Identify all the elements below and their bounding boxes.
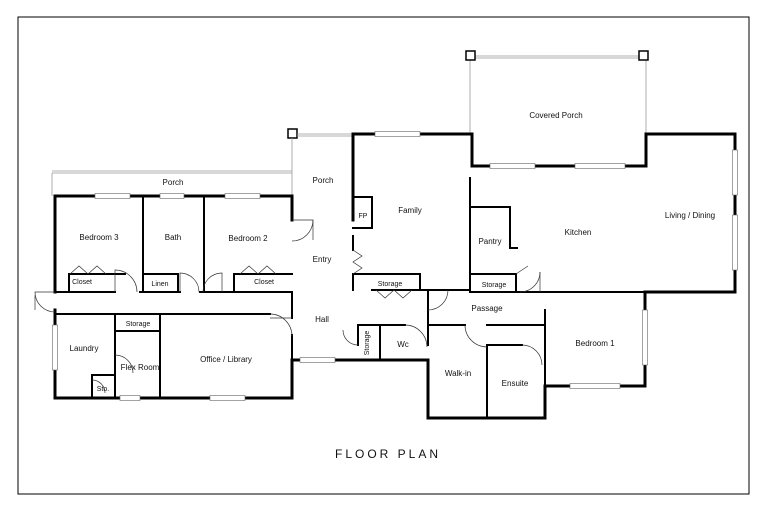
window [119,395,141,401]
room-label-office-library: Office / Library [200,355,252,364]
room-label-walk-in: Walk-in [445,369,471,378]
room-label-ensuite: Ensuite [502,379,529,388]
door [464,324,488,348]
room-label-closet-3: Closet [72,279,92,286]
door [404,324,428,348]
room-label-pantry: Pantry [478,237,501,246]
door [179,272,200,293]
room-label-storage-family: Storage [378,281,403,288]
door [521,344,543,366]
room-label-kitchen: Kitchen [565,228,592,237]
window [52,324,58,371]
room-label-closet-2: Closet [254,279,274,286]
room-label-living-dining: Living / Dining [665,211,715,220]
porch-post [638,50,649,61]
door [202,272,223,293]
window [299,357,336,363]
window [94,193,131,199]
exterior-walls [53,132,737,420]
window [569,383,621,389]
window [732,149,738,196]
page-title: FLOOR PLAN [335,447,441,461]
room-label-bedroom-3: Bedroom 3 [79,233,119,242]
room-label-covered-porch: Covered Porch [529,111,582,120]
room-label-bedroom-1: Bedroom 1 [575,339,615,348]
door [114,269,138,293]
room-label-family: Family [398,206,422,215]
room-label-storage-flex: Storage [126,321,151,328]
window [574,163,626,169]
room-labels: Covered Porch Porch Porch Bedroom 3 Bath… [70,111,716,393]
room-label-porch: Porch [163,178,184,187]
room-label-hall: Hall [315,315,329,324]
porch-post [465,50,476,61]
window [224,193,261,199]
room-label-bedroom-2: Bedroom 2 [228,234,268,243]
room-label-sto: Sto. [97,386,110,393]
door [114,354,134,374]
window [374,131,421,137]
porch-post [287,128,298,139]
page-frame [17,16,750,495]
windows [52,131,738,401]
door [427,289,449,311]
door [342,329,359,346]
room-label-flex-room: Flex Room [121,363,160,372]
door [91,379,106,394]
room-label-porch-entry: Porch [313,176,334,185]
door [519,271,541,293]
porch-outline [51,133,353,196]
room-label-bath: Bath [165,233,181,242]
room-label-storage-passage: Storage [482,282,507,289]
room-label-laundry: Laundry [70,344,99,353]
interior-walls [54,177,646,419]
room-label-wc: Wc [397,340,409,349]
door [34,291,56,313]
window [159,193,185,199]
room-label-fp: FP [359,213,368,220]
door [291,219,314,242]
room-label-passage: Passage [471,304,503,313]
window [732,214,738,271]
room-label-storage-hall: Storage [364,331,371,356]
window [642,309,648,366]
covered-porch-structure [287,50,649,139]
doors [34,219,543,394]
room-label-linen: Linen [151,281,168,288]
room-label-entry: Entry [313,255,332,264]
window [209,395,246,401]
window [489,163,536,169]
door [269,313,293,337]
